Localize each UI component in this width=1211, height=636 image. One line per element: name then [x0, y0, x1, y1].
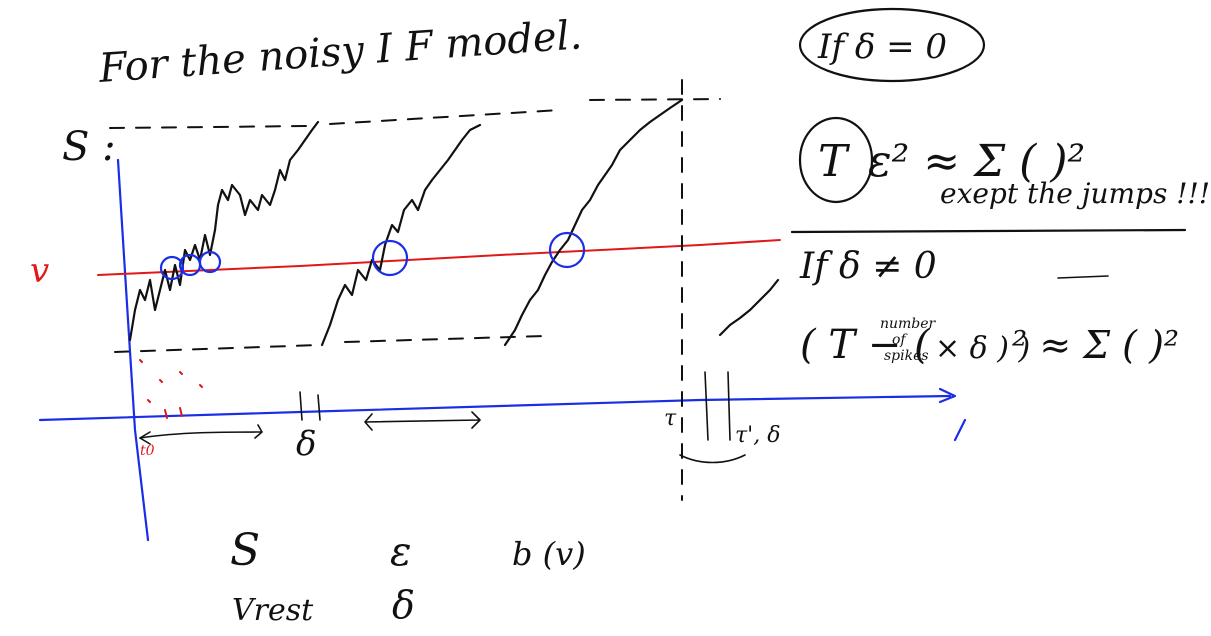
case-nonzero-text: If δ ≠ 0	[799, 246, 937, 287]
vertical-axis	[116, 158, 150, 542]
t-text: T	[818, 136, 851, 187]
approx-sum-text: ² ≈ Σ ( )²	[1012, 323, 1179, 367]
red-dots	[139, 359, 203, 419]
case-zero-text: If δ = 0	[817, 27, 947, 67]
divider-line	[790, 228, 1187, 234]
bottom-vrest-label: Vrest	[232, 593, 314, 628]
delta-label: δ	[296, 424, 316, 464]
crossing-circle	[371, 239, 409, 277]
bottom-epsilon-label: ε	[390, 529, 411, 575]
time-axis	[38, 394, 952, 422]
eps-sq-text: ε² ≈ Σ ( )²	[868, 136, 1085, 187]
potential-label: v	[30, 251, 49, 291]
trajectory-3	[503, 98, 684, 347]
bottom-delta-label: δ	[392, 583, 415, 627]
bottom-s-label: S	[230, 525, 260, 576]
crossing-circle	[159, 255, 185, 281]
interval-arrow-2	[364, 411, 481, 431]
threshold-dashed-line	[109, 98, 721, 129]
t-circle	[798, 116, 874, 204]
crossing-circle	[548, 231, 586, 269]
delta-marks	[299, 391, 321, 421]
overbar-line	[1057, 275, 1109, 279]
nspikes-line-2: of	[892, 332, 908, 348]
threshold-label: S :	[62, 124, 116, 170]
crossing-circle	[198, 250, 222, 274]
tau-marks	[704, 371, 731, 441]
red-t0-label: t0	[140, 443, 155, 459]
time-axis-tick	[953, 418, 967, 442]
bottom-b-label: b (v)	[512, 535, 586, 573]
reset-dashed-line	[114, 335, 546, 353]
case-zero-oval	[798, 7, 986, 83]
potential-line	[97, 239, 781, 276]
except-text: exept the jumps !!!	[940, 177, 1210, 210]
tau-delta-label: τ', δ	[735, 423, 780, 448]
tau-label: τ	[664, 406, 677, 431]
title-text: For the noisy I F model.	[96, 12, 583, 92]
trajectory-4	[718, 278, 780, 337]
nspikes-line-3: spikes	[884, 348, 929, 364]
times-delta-text: × δ ) )	[935, 331, 1030, 366]
trajectory-2	[320, 123, 482, 347]
interval-arrow-1-left-head	[139, 431, 151, 445]
nspikes-line-1: number	[880, 316, 937, 332]
trajectory-1	[128, 120, 320, 342]
formula-left-text: ( T − (	[800, 322, 931, 368]
time-axis-arrow	[938, 387, 957, 404]
tau-brace	[679, 454, 746, 464]
interval-arrow-1	[139, 424, 263, 439]
